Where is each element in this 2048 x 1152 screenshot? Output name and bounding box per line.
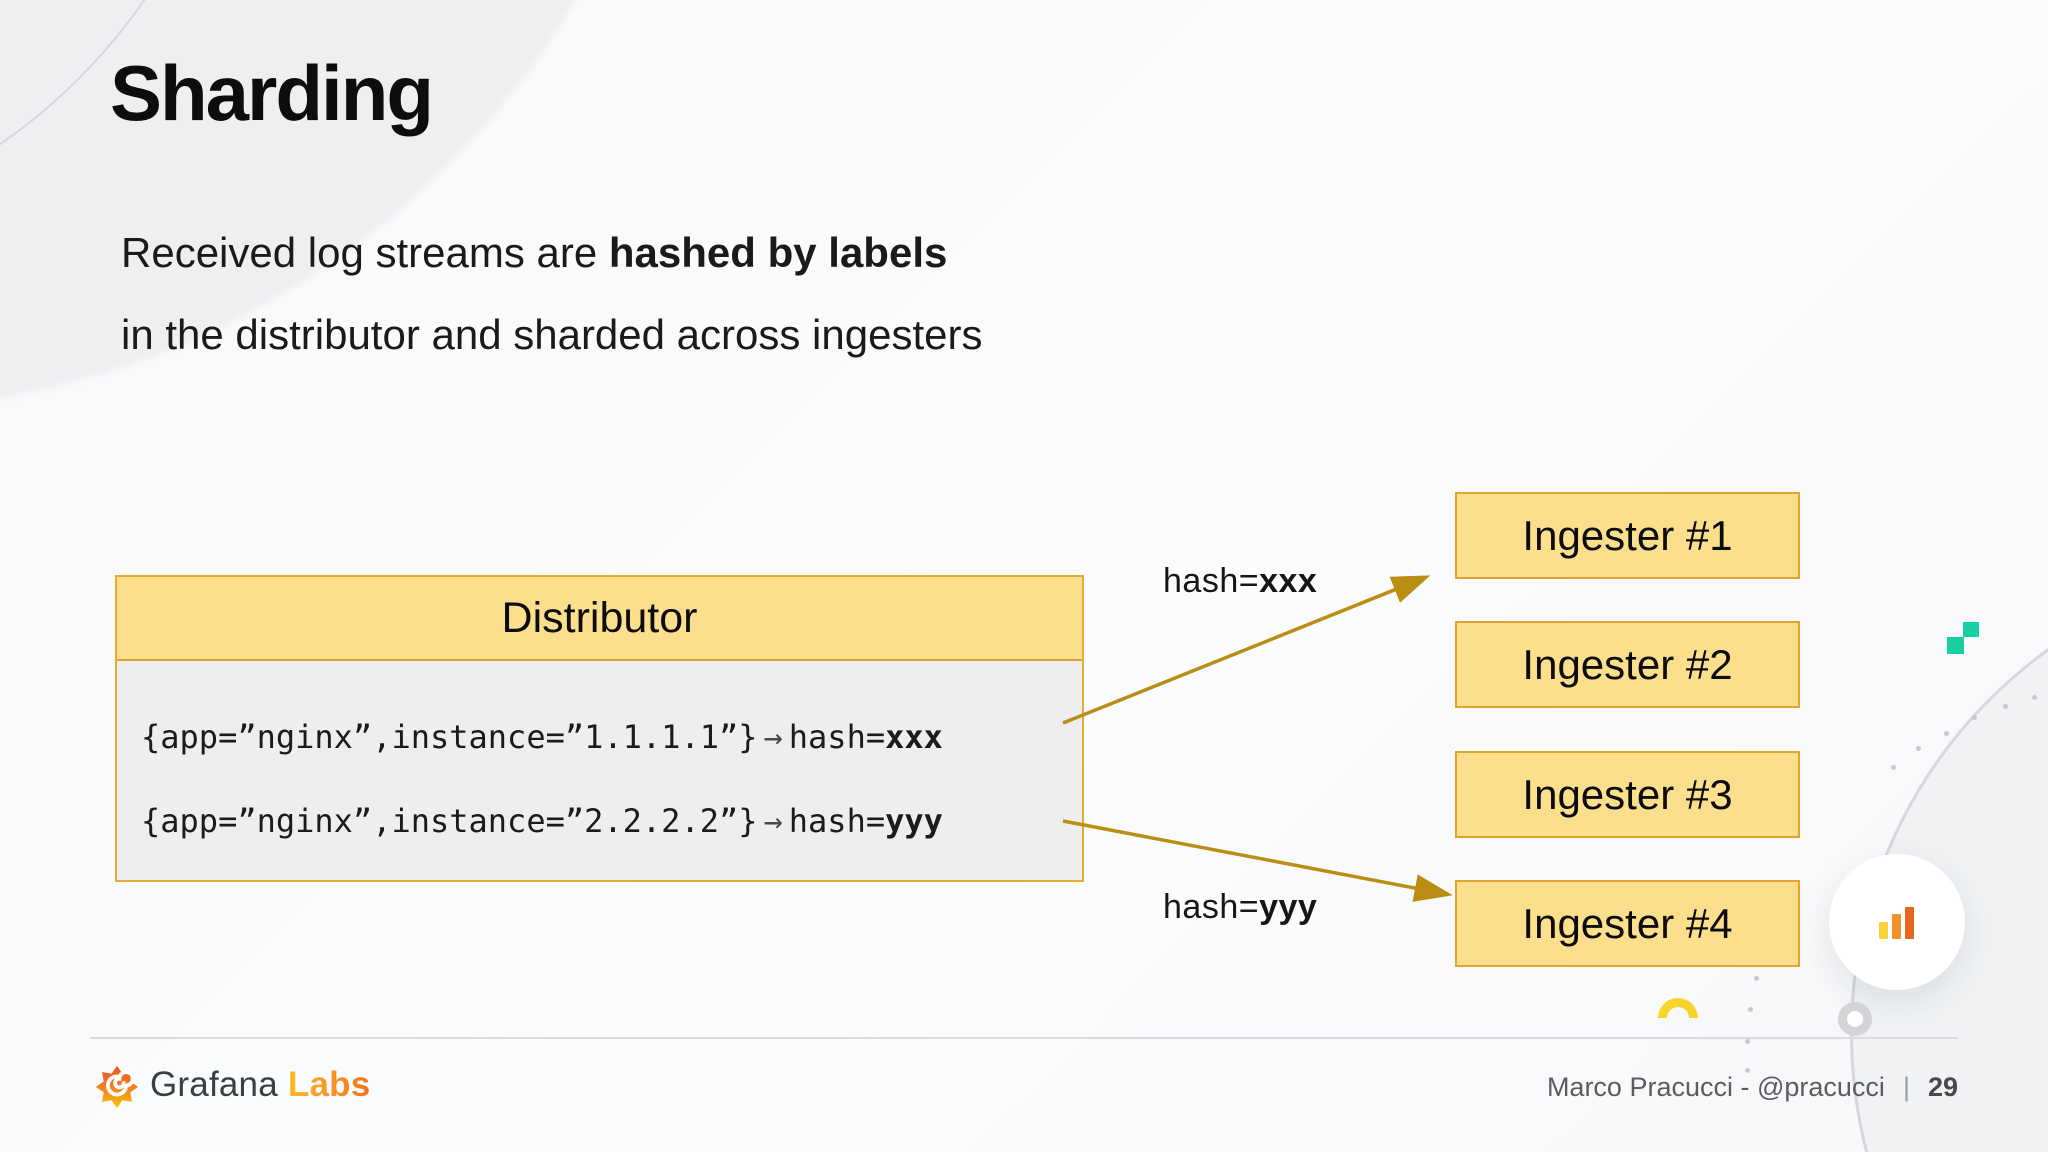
grafana-labs-logo: Grafana Labs [94,1062,370,1108]
arrow-hash-yyy [1062,819,1453,902]
distributor-title: Distributor [117,577,1082,661]
distributor-box: Distributor {app=”nginx”,instance=”1.1.1… [115,575,1084,882]
arrow-glyph: → [763,718,783,756]
page-title: Sharding [110,49,434,137]
arrow-glyph: → [763,802,783,840]
distributor-code: {app=”nginx”,instance=”1.1.1.1”}→hash=xx… [117,661,1082,863]
ingester-1-box: Ingester #1 [1455,492,1800,579]
page-number: 29 [1927,1072,1958,1102]
footer-separator: | [1902,1072,1910,1102]
decor-dot [1944,731,1949,736]
teal-square-icon [1947,637,1964,654]
decor-dot [1916,746,1921,751]
code-line: {app=”nginx”,instance=”1.1.1.1”}→hash=xx… [141,718,943,756]
body-line-1: Received log streams are hashed by label… [121,229,948,276]
teal-square-icon [1963,622,1979,637]
grafana-flame-icon [95,1065,139,1108]
decor-dot [2032,695,2037,700]
decor-dot [2003,704,2008,709]
hash-yyy-label: hash=yyy [1163,888,1318,926]
footer-divider [90,1037,1958,1039]
decor-dot [1754,976,1759,981]
ring-icon [1838,1002,1872,1036]
decor-dot [1748,1007,1753,1012]
bar-chart-icon [1879,907,1914,939]
decor-dot [1972,715,1977,720]
arc-icon [1658,998,1698,1018]
grafana-wordmark: Grafana [150,1065,278,1104]
body-line-2: in the distributor and sharded across in… [121,311,983,358]
decor-dot [1745,1039,1750,1044]
ingester-4-box: Ingester #4 [1455,880,1800,967]
slide-body-text: Received log streams are hashed by label… [121,212,982,376]
hash-xxx-label: hash=xxx [1163,562,1318,600]
decor-dot [1891,765,1896,770]
ingester-3-box: Ingester #3 [1455,751,1800,838]
labs-wordmark: Labs [287,1065,371,1104]
ingester-2-box: Ingester #2 [1455,621,1800,708]
decor-dot [1745,1068,1750,1073]
code-line: {app=”nginx”,instance=”2.2.2.2”}→hash=yy… [141,802,943,840]
author-credit: Marco Pracucci - @pracucci [1546,1072,1885,1102]
decor-circle-badge [1829,854,1965,990]
footer-credits: Marco Pracucci - @pracucci | 29 [1547,1072,1958,1103]
